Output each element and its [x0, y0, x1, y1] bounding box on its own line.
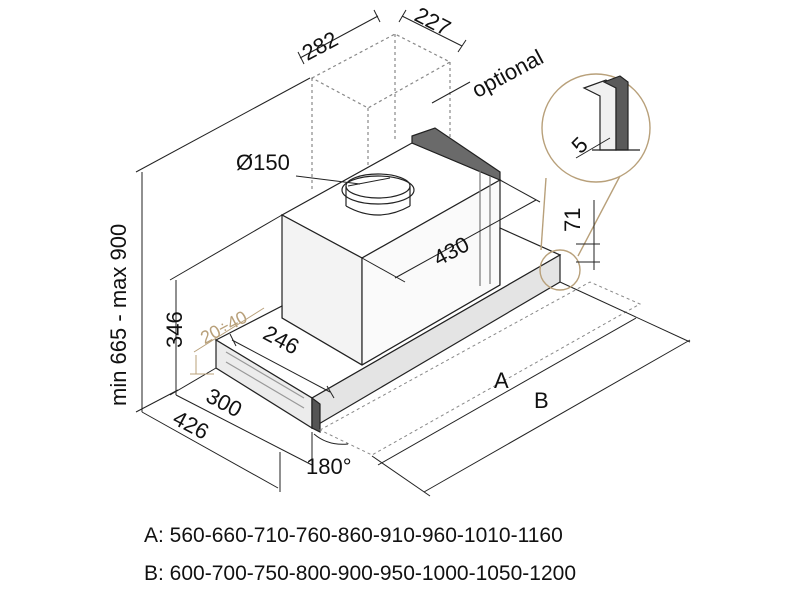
rotation-label: 180° [306, 454, 352, 479]
legend-width-a: A: 560-660-710-760-860-910-960-1010-1160 [144, 524, 563, 547]
height-range-label: min 665 - max 900 [106, 224, 131, 406]
duct-outlet [341, 173, 415, 216]
optional-label: optional [468, 44, 548, 102]
width-a-label: A [494, 368, 509, 393]
depth-dimensions [141, 394, 313, 492]
width-dimensions [371, 281, 691, 497]
lower-hood-body [214, 227, 562, 433]
hood-height-label: 346 [162, 311, 187, 348]
front-depth-label: 300 [202, 383, 246, 422]
detail-5-leader [575, 137, 611, 159]
top-depth-dimension [361, 179, 541, 283]
width-b-label: B [534, 388, 549, 413]
inner-depth-dimension [229, 333, 335, 399]
optional-chimney [310, 33, 452, 222]
chimney-width-label: 227 [411, 2, 455, 41]
height-range-dimension [135, 77, 311, 413]
detail-profile [582, 75, 640, 151]
chimney-dimension-lines [297, 9, 471, 104]
gap-dimension [190, 307, 265, 375]
detail-71-dimension [576, 200, 600, 270]
pullout-extension [318, 281, 642, 456]
legend-width-b: B: 600-700-750-800-900-950-1000-1050-120… [144, 562, 576, 585]
rotation-arc [313, 433, 349, 445]
chimney-depth-label: 282 [298, 26, 342, 65]
detail-71-label: 71 [560, 208, 585, 232]
duct-diameter-label: Ø150 [236, 150, 290, 175]
